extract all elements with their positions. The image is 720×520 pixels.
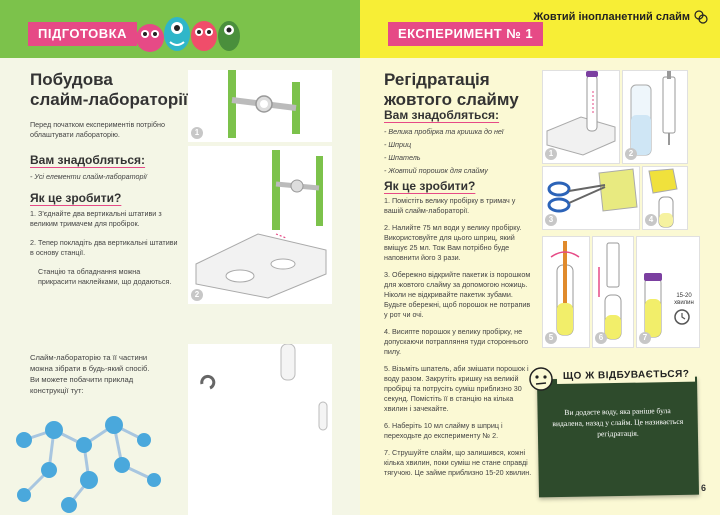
thinking-face-icon: [529, 367, 553, 391]
illustration-panel-2: 2: [188, 146, 332, 304]
step-text: Налийте 75 мл води у велику пробірку. Ви…: [384, 223, 522, 262]
info-chalkboard: ЩО Ж ВІДБУВАЄТЬСЯ? Ви додаєте воду, яка …: [536, 366, 700, 498]
steps-list: 1. З'єднайте два вертикальні штативи з в…: [30, 209, 180, 287]
illustration-panel-4: 4: [642, 166, 688, 230]
section-tag-experiment: ЕКСПЕРИМЕНТ № 1: [388, 22, 544, 46]
step-text: З'єднайте два вертикальні штативи з вели…: [30, 209, 162, 228]
need-item: - Шприц: [384, 140, 412, 149]
step-text: Візьміть шпатель, аби змішати порошок і …: [384, 364, 529, 413]
example-construction-illustration: [200, 343, 328, 431]
intro-text: Перед початком експериментів потрібно об…: [30, 120, 165, 139]
shake-tube-illustration: [598, 242, 622, 340]
panel-number: 3: [545, 214, 557, 226]
title-line: Побудова: [30, 70, 113, 89]
info-text: Ви додаєте воду, яка раніше була видален…: [552, 406, 684, 439]
header-title: Жовтий інопланетний слайм: [533, 11, 690, 23]
panel-number: 1: [545, 148, 557, 160]
left-page: ПІДГОТОВКА Побудова слайм-лабораторії Пе…: [0, 0, 360, 515]
panel-number: 2: [191, 289, 203, 301]
steps-list: 1. Помістіть велику пробірку в тримач у …: [384, 196, 532, 477]
panel-number: 5: [545, 332, 557, 344]
step-text: Висипте порошок у велику пробірку, не до…: [384, 327, 529, 356]
step-text: Станцію та обладнання можна прикрасити н…: [38, 267, 172, 286]
illustration-panel-6: 6: [592, 236, 634, 348]
panel-number: 6: [595, 332, 607, 344]
bottom-text: Слайм-лабораторію та її частини можна зі…: [30, 353, 150, 395]
illustration-panel-3: 3: [542, 166, 640, 230]
how-heading: Як це зробити?: [30, 191, 122, 205]
panel-number: 2: [625, 148, 637, 160]
right-page: Жовтий інопланетний слайм ЕКСПЕРИМЕНТ № …: [360, 0, 720, 515]
page-title: Регідратація жовтого слайму: [384, 70, 519, 110]
illustration-panel-2: 2: [622, 70, 688, 164]
need-item: - Усі елементи слайм-лабораторії: [30, 172, 147, 181]
panel-number: 4: [645, 214, 657, 226]
panel-number: 7: [639, 332, 651, 344]
step-text: Тепер покладіть два вертикальні штативи …: [30, 238, 178, 257]
need-heading: Вам знадобляться:: [384, 108, 500, 122]
section-tag-preparation: ПІДГОТОВКА: [28, 22, 137, 46]
illustration-panel-1: 1: [542, 70, 620, 164]
need-heading: Вам знадобляться:: [30, 153, 146, 167]
slime-cells-icon: [694, 10, 708, 24]
syringe-and-tube-illustration: [630, 71, 676, 156]
tube-in-station-illustration: [546, 71, 616, 156]
step-text: Наберіть 10 мл слайму в шприц і переходь…: [384, 421, 503, 440]
need-item: - Шпатель: [384, 153, 421, 162]
illustration-panel-5: 5: [542, 236, 590, 348]
need-item: - Жовтий порошок для слайму: [384, 166, 488, 175]
need-item: - Велика пробірка та кришка до неї: [384, 127, 504, 136]
timer-label: 15-20 хвилин: [674, 293, 694, 306]
example-construction-panel: [188, 343, 332, 515]
panel-number: 1: [191, 127, 203, 139]
scissors-packet-illustration: [547, 168, 638, 213]
page-number: 6: [700, 483, 706, 493]
step-text: Помістіть велику пробірку в тримач у ваш…: [384, 196, 516, 215]
station-base-illustration: [195, 150, 327, 299]
step-text: Обережно відкрийте пакетик із порошком д…: [384, 270, 531, 319]
stand-assembly-illustration: [228, 70, 300, 138]
stir-with-spatula-illustration: [550, 241, 580, 336]
need-list: - Велика пробірка та кришка до неї - Шпр…: [384, 127, 534, 176]
title-line: слайм-лабораторії: [30, 90, 188, 109]
pour-powder-illustration: [648, 168, 678, 228]
how-heading: Як це зробити?: [384, 179, 476, 193]
title-line: жовтого слайму: [384, 90, 519, 109]
illustration-panel-7: 15-20 хвилин 7: [636, 236, 700, 348]
illustration-panel-1: 1: [188, 70, 332, 142]
tube-with-lid-illustration: [644, 273, 690, 338]
step-text: Струшуйте слайм, що залишився, кожні кіл…: [384, 448, 532, 477]
monsters-illustration: [136, 17, 240, 52]
title-line: Регідратація: [384, 70, 490, 89]
molecule-illustration: [16, 416, 161, 513]
page-title: Побудова слайм-лабораторії: [30, 70, 188, 110]
info-heading: ЩО Ж ВІДБУВАЄТЬСЯ?: [556, 366, 696, 385]
